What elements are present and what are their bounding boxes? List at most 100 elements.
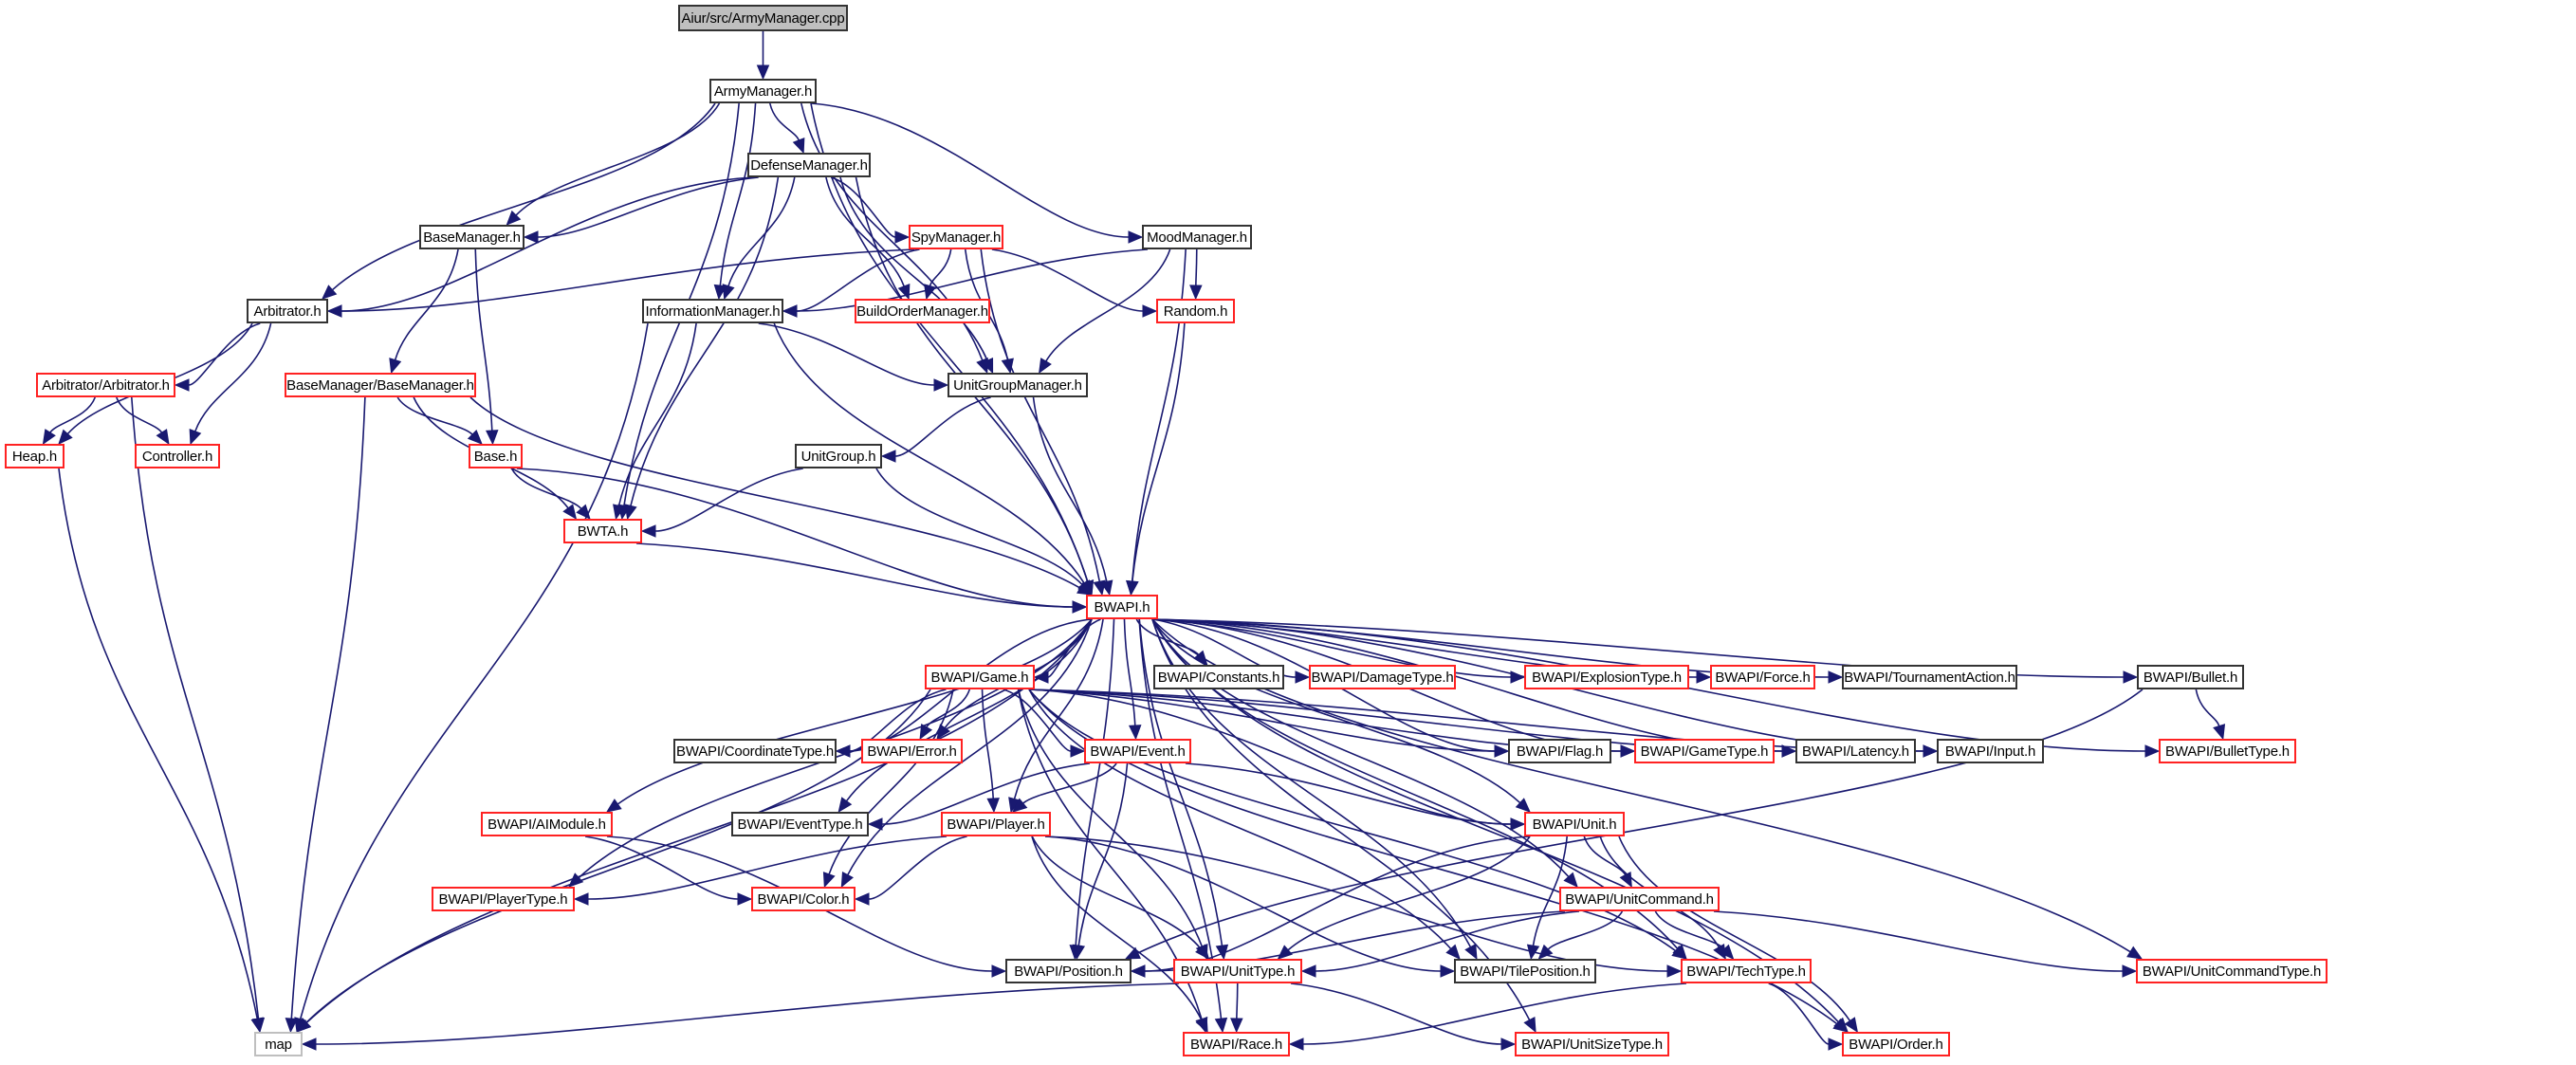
node-bwapi[interactable]: BWAPI.h [1086, 595, 1158, 619]
node-basemanager[interactable]: BaseManager.h [419, 225, 524, 249]
arrowhead-icon [1445, 944, 1461, 960]
arrowhead-icon [722, 284, 735, 301]
edge-spymanager-to-arbitrator [340, 248, 915, 312]
node-tileposition[interactable]: BWAPI/TilePosition.h [1454, 959, 1596, 983]
edge-bullet-to-position [1137, 689, 2144, 954]
node-gametype[interactable]: BWAPI/GameType.h [1634, 739, 1775, 763]
arrowhead-icon [1100, 579, 1113, 597]
node-unitcommandtype[interactable]: BWAPI/UnitCommandType.h [2136, 959, 2328, 983]
arrowhead-icon [933, 378, 949, 392]
edge-bwapi-to-player [1013, 618, 1104, 799]
edge-arbitrator_arbitrator-to-map [131, 396, 260, 1019]
edge-event-to-player [1022, 762, 1117, 804]
edge-spymanager-to-informationmanager [796, 248, 920, 312]
edge-bwapi-to-aimodule [616, 618, 1093, 805]
node-defensemanager[interactable]: DefenseManager.h [747, 153, 871, 177]
node-game[interactable]: BWAPI/Game.h [925, 665, 1035, 689]
node-aimodule[interactable]: BWAPI/AIModule.h [481, 812, 613, 836]
edge-defensemanager-to-spymanager [831, 176, 896, 238]
node-constants[interactable]: BWAPI/Constants.h [1153, 665, 1284, 689]
edge-armymanager-to-informationmanager [719, 102, 757, 286]
edge-unit-to-unittype [1287, 835, 1531, 951]
node-position[interactable]: BWAPI/Position.h [1005, 959, 1132, 983]
edge-player-to-unittype [1031, 835, 1202, 949]
node-explosiontype[interactable]: BWAPI/ExplosionType.h [1524, 665, 1689, 689]
edge-game-to-unittype [1018, 689, 1204, 947]
node-unit[interactable]: BWAPI/Unit.h [1524, 812, 1625, 836]
node-basemanager-basemanager[interactable]: BaseManager/BaseManager.h [285, 373, 476, 397]
edge-bwapi-to-playertype [578, 618, 1093, 879]
arrowhead-icon [576, 504, 591, 520]
node-unitcommand[interactable]: BWAPI/UnitCommand.h [1559, 887, 1720, 911]
edge-techtype-to-race [1302, 982, 1687, 1045]
arrowhead-icon [1832, 1018, 1849, 1033]
node-unitsizetype[interactable]: BWAPI/UnitSizeType.h [1515, 1032, 1669, 1056]
node-spymanager[interactable]: SpyManager.h [909, 225, 1003, 249]
node-tournamentaction[interactable]: BWAPI/TournamentAction.h [1842, 665, 2017, 689]
edge-armymanager-to-basemanager [515, 102, 721, 216]
node-order[interactable]: BWAPI/Order.h [1842, 1032, 1950, 1056]
node-color[interactable]: BWAPI/Color.h [751, 887, 856, 911]
arrowhead-icon [2123, 670, 2139, 684]
arrowhead-icon [1001, 358, 1014, 375]
node-techtype[interactable]: BWAPI/TechType.h [1681, 959, 1812, 983]
node-unitgroup[interactable]: UnitGroup.h [795, 444, 882, 468]
node-error[interactable]: BWAPI/Error.h [861, 739, 963, 763]
node-latency[interactable]: BWAPI/Latency.h [1795, 739, 1916, 763]
node-buildordermanager[interactable]: BuildOrderManager.h [855, 299, 990, 323]
node-heap[interactable]: Heap.h [5, 444, 64, 468]
node-player[interactable]: BWAPI/Player.h [941, 812, 1051, 836]
arrowhead-icon [1288, 1037, 1304, 1051]
arrowhead-icon [737, 892, 753, 906]
node-bullet[interactable]: BWAPI/Bullet.h [2137, 665, 2244, 689]
arrowhead-icon [156, 429, 170, 446]
arrowhead-icon [924, 284, 937, 301]
node-force[interactable]: BWAPI/Force.h [1710, 665, 1815, 689]
node-event[interactable]: BWAPI/Event.h [1084, 739, 1191, 763]
edge-spymanager-to-bwapi [980, 248, 1101, 582]
node-bullettype[interactable]: BWAPI/BulletType.h [2159, 739, 2296, 763]
node-random[interactable]: Random.h [1156, 299, 1235, 323]
node-base[interactable]: Base.h [469, 444, 523, 468]
node-arbitrator-arbitrator[interactable]: Arbitrator/Arbitrator.h [36, 373, 175, 397]
arrowhead-icon [562, 504, 578, 521]
edge-bwapi-to-game [1047, 618, 1101, 678]
node-input[interactable]: BWAPI/Input.h [1937, 739, 2044, 763]
arrowhead-icon [756, 64, 770, 81]
node-race[interactable]: BWAPI/Race.h [1183, 1032, 1290, 1056]
node-armymanager[interactable]: ArmyManager.h [709, 79, 817, 103]
edge-spymanager-to-random [991, 248, 1144, 312]
edge-armymanager-to-moodmanager [810, 102, 1130, 238]
edge-game-to-coordinatetype [849, 689, 947, 752]
node-controller[interactable]: Controller.h [135, 444, 220, 468]
arrowhead-icon [1510, 817, 1526, 831]
arrowhead-icon [991, 964, 1007, 978]
node-playertype[interactable]: BWAPI/PlayerType.h [432, 887, 575, 911]
edge-bwapi-to-eventtype [845, 618, 1093, 802]
node-unitgroupmanager[interactable]: UnitGroupManager.h [948, 373, 1088, 397]
node-unittype[interactable]: BWAPI/UnitType.h [1173, 959, 1302, 983]
edge-unit-to-unitcommand [1583, 835, 1627, 876]
edge-bwta-to-bwapi [635, 542, 1074, 608]
arrowhead-icon [189, 429, 202, 446]
arrowhead-icon [1195, 1017, 1208, 1034]
arrowhead-icon [1214, 1017, 1228, 1034]
node-bwta[interactable]: BWTA.h [563, 519, 642, 543]
node-moodmanager[interactable]: MoodManager.h [1142, 225, 1252, 249]
node-coordinatetype[interactable]: BWAPI/CoordinateType.h [673, 739, 837, 763]
edge-armymanager-to-arbitrator [331, 102, 716, 291]
node-eventtype[interactable]: BWAPI/EventType.h [731, 812, 869, 836]
edge-moodmanager-to-informationmanager [796, 248, 1149, 312]
node-damagetype[interactable]: BWAPI/DamageType.h [1309, 665, 1456, 689]
edge-basemanager_basemanager-to-bwapi [469, 396, 1081, 589]
edge-event-to-eventtype [881, 762, 1091, 825]
node-arbitrator[interactable]: Arbitrator.h [247, 299, 328, 323]
arrowhead-icon [523, 230, 539, 244]
node-flag[interactable]: BWAPI/Flag.h [1508, 739, 1611, 763]
node-informationmanager[interactable]: InformationManager.h [642, 299, 783, 323]
edge-event-to-unit [1185, 762, 1512, 825]
arrowhead-icon [326, 304, 342, 318]
edge-basemanager_basemanager-to-base [396, 396, 473, 435]
arrowhead-icon [782, 304, 798, 318]
